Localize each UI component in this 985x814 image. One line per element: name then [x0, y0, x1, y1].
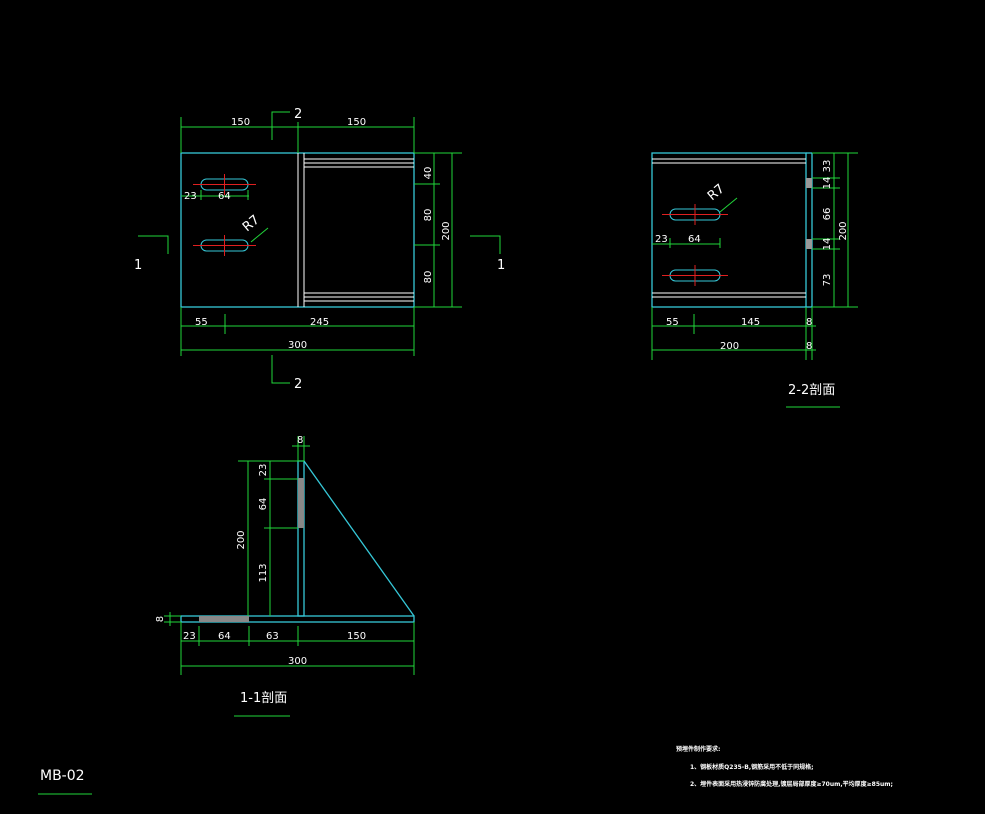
section-2-right-dim-14b: 14: [822, 238, 833, 251]
plan-right-total: 200: [441, 221, 452, 240]
section-mark-1-left: 1: [134, 258, 142, 273]
section-1-left-dim-23: 23: [258, 464, 269, 477]
section-cut-1-lines: [138, 235, 501, 254]
section-2-right-dim-66: 66: [822, 208, 833, 221]
section-1-bottom-dim-64: 64: [218, 631, 231, 642]
section-1-title: 1-1剖面: [240, 691, 287, 706]
plan-top-dim-right: 150: [347, 117, 366, 128]
section-1-bottom-dim-63: 63: [266, 631, 279, 642]
plan-rebar-lines: [304, 158, 414, 302]
section-2-right-total: 200: [838, 221, 849, 240]
plan-bottom-dim-55: 55: [195, 317, 208, 328]
section-2-rebar-lines: [652, 158, 806, 298]
section-2-bottom-total-end: 8: [806, 341, 812, 352]
radius-leader: [719, 197, 738, 213]
section-2-bottom-dim-lines: [651, 307, 816, 360]
section-1-1-view: 8 23 64 113 200 8 23: [155, 435, 415, 717]
section-1-bottom-dim-23: 23: [183, 631, 196, 642]
section-1-base-thickness: 8: [155, 616, 166, 622]
section-2-bottom-dim-55: 55: [666, 317, 679, 328]
section-1-left-total: 200: [236, 530, 247, 549]
section-1-top-dim-lines: [292, 436, 310, 461]
plan-right-dim-80a: 80: [423, 209, 434, 222]
plan-view: R7 23 64 150 150 2 2 1 1: [134, 107, 505, 392]
section-1-left-dim-113: 113: [258, 563, 269, 582]
section-2-slot-edge-dim: 23: [655, 234, 668, 245]
section-2-right-dim-33: 33: [822, 160, 833, 173]
plan-radius-label: R7: [240, 212, 263, 235]
section-1-weld-hatch-vertical: [298, 478, 304, 528]
plan-right-dim-40: 40: [423, 167, 434, 180]
section-mark-2-bottom: 2: [294, 377, 302, 392]
notes-heading: 预埋件制作要求:: [676, 745, 720, 753]
section-2-bottom-total: 200: [720, 341, 739, 352]
section-mark-1-right: 1: [497, 258, 505, 273]
plan-slot-dim-lines: [181, 190, 249, 200]
notes-block: 预埋件制作要求: 1、钢板材质Q235-B,钢筋采用不低于同规格; 2、埋件表面…: [676, 745, 893, 788]
plan-top-dim-lines: [180, 117, 415, 153]
plan-bottom-total: 300: [288, 340, 307, 351]
section-2-right-dim-14a: 14: [822, 177, 833, 190]
plan-right-dim-lines: [414, 152, 462, 308]
section-1-bottom-dim-lines: [180, 622, 415, 675]
section-2-bottom-dim-8: 8: [806, 317, 812, 328]
plan-slot-edge-dim: 23: [184, 191, 197, 202]
plan-bottom-dim-lines: [180, 307, 415, 356]
section-mark-2-top: 2: [294, 107, 302, 122]
section-1-gusset-edge: [303, 460, 415, 617]
section-2-weld-hatch: [806, 178, 812, 249]
section-2-plate-outline: [651, 152, 807, 308]
section-1-bottom-dim-150: 150: [347, 631, 366, 642]
plan-bottom-dim-245: 245: [310, 317, 329, 328]
section-2-slot-dim-lines: [652, 238, 721, 248]
section-2-right-dim-lines: [812, 152, 858, 308]
plan-top-dim-left: 150: [231, 117, 250, 128]
section-2-2-view: R7 23 64 33 14 66 14 73 200: [651, 152, 858, 408]
section-1-weld-hatch-base: [199, 616, 249, 622]
notes-line-1: 1、钢板材质Q235-B,钢筋采用不低于同规格;: [690, 763, 814, 771]
plan-right-dim-80b: 80: [423, 271, 434, 284]
notes-line-2: 2、埋件表面采用热浸锌防腐处理,镀层局部厚度≥70um,平均厚度≥85um;: [690, 780, 893, 788]
section-2-slot-length-dim: 64: [688, 234, 701, 245]
section-2-title: 2-2剖面: [788, 383, 835, 398]
section-2-radius-label: R7: [705, 181, 728, 204]
section-1-left-dim-64: 64: [258, 498, 269, 511]
section-1-base-dim-lines: [164, 612, 181, 626]
radius-leader: [250, 227, 269, 243]
section-2-bottom-dim-145: 145: [741, 317, 760, 328]
plan-slot-length-dim: 64: [218, 191, 231, 202]
section-cut-2-lines: [271, 111, 290, 384]
section-1-left-dim-lines: [238, 460, 304, 616]
section-1-bottom-total: 300: [288, 656, 307, 667]
drawing-id: MB-02: [40, 768, 85, 784]
section-2-right-dim-73: 73: [822, 274, 833, 287]
section-1-top-thickness: 8: [297, 435, 303, 446]
